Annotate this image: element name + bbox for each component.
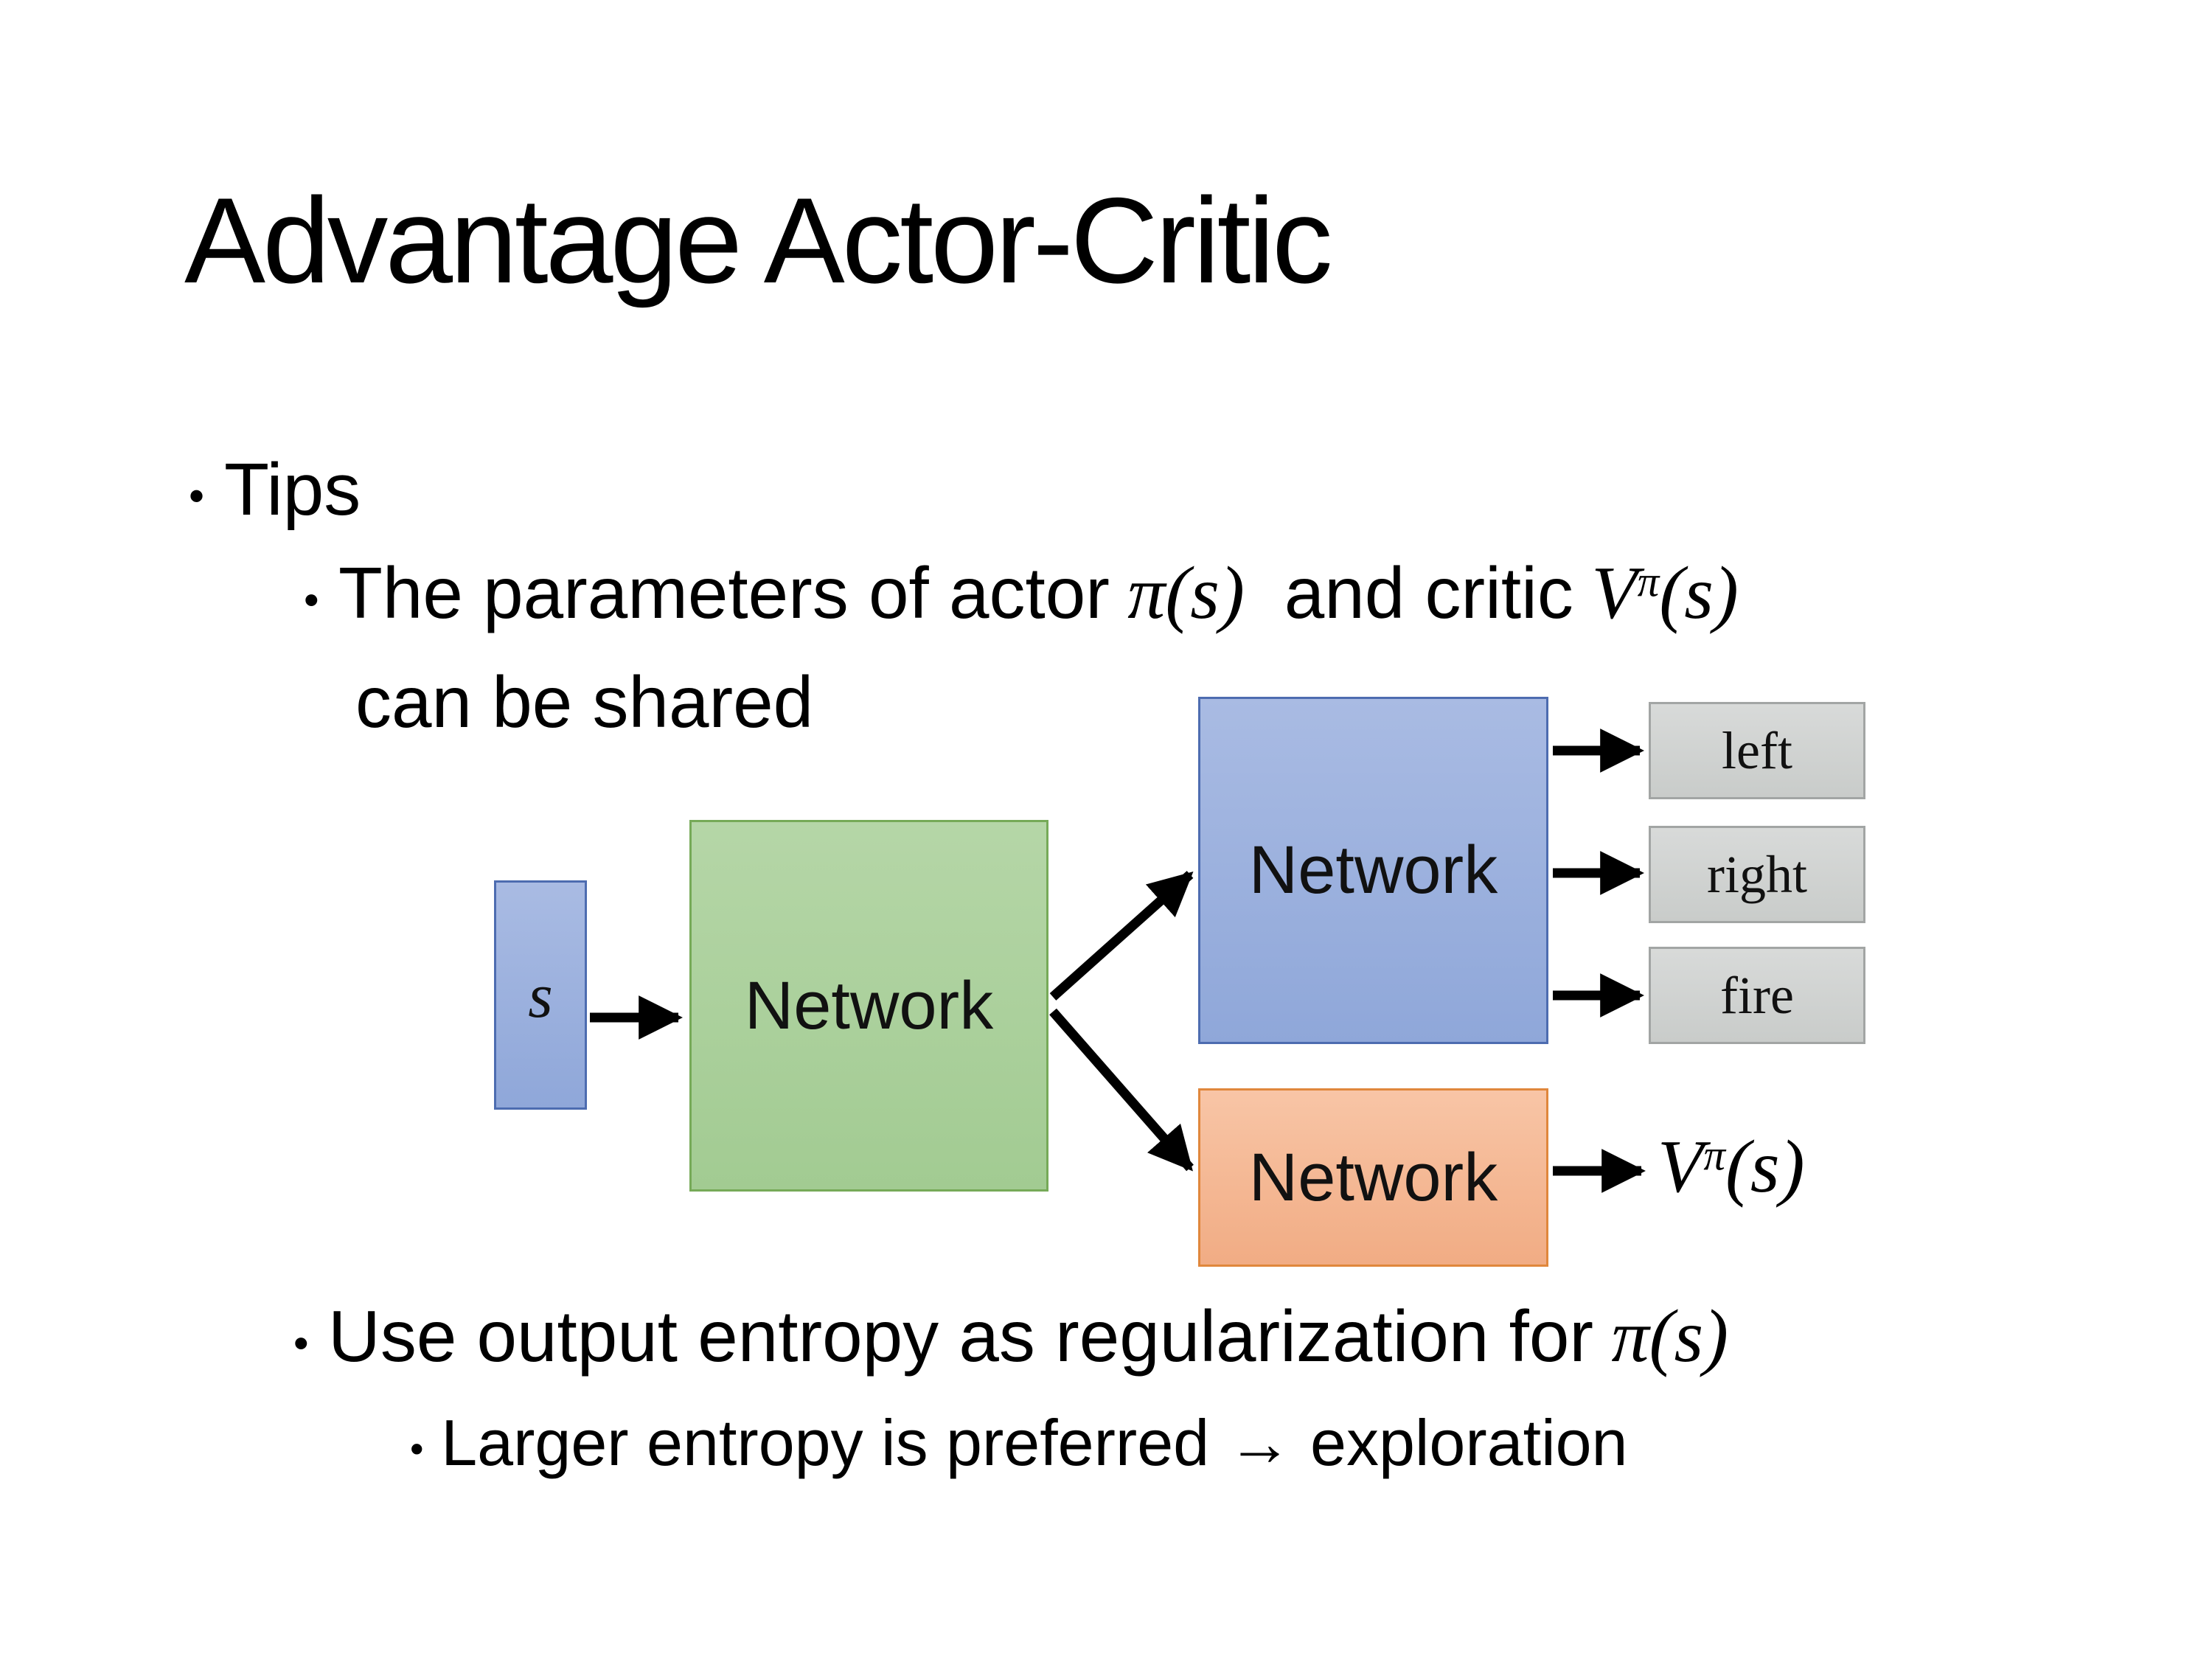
- bullet-tips: • Tips: [189, 448, 361, 531]
- value-output-math: Vπ(s): [1658, 1125, 1805, 1208]
- action-right-label: right: [1707, 844, 1807, 904]
- actor-policy-math: π(s): [1127, 552, 1245, 635]
- action-fire-label: fire: [1720, 965, 1794, 1025]
- action-box-right: right: [1649, 826, 1865, 923]
- shared-network-box: Network: [689, 820, 1048, 1192]
- actor-network-box: Network: [1198, 697, 1548, 1044]
- critic-network-box: Network: [1198, 1088, 1548, 1267]
- bullet-parameters-line2: can be shared: [355, 661, 814, 743]
- policy-math: π(s): [1611, 1295, 1729, 1378]
- state-label: s: [528, 959, 553, 1031]
- bullet-parameters-pre: The parameters of actor: [338, 552, 1110, 633]
- slide-title: Advantage Actor-Critic: [184, 173, 1333, 308]
- critic-value-math: Vπ(s): [1591, 552, 1739, 635]
- bullet-entropy-text: Use output entropy as regularization for…: [328, 1295, 1728, 1379]
- bullet-icon: •: [189, 471, 205, 521]
- bullet-tips-label: Tips: [224, 448, 361, 531]
- bullet-icon: •: [410, 1427, 424, 1471]
- action-left-label: left: [1722, 720, 1792, 780]
- action-box-fire: fire: [1649, 947, 1865, 1044]
- actor-network-label: Network: [1248, 832, 1498, 908]
- bullet-entropy-pre: Use output entropy as regularization for: [328, 1295, 1594, 1377]
- bullet-icon: •: [304, 576, 319, 625]
- action-box-left: left: [1649, 702, 1865, 799]
- state-input-box: s: [494, 880, 587, 1110]
- bullet-entropy-regularization: • Use output entropy as regularization f…: [293, 1295, 1728, 1379]
- critic-network-label: Network: [1248, 1139, 1498, 1215]
- bullet-icon: •: [293, 1319, 309, 1368]
- arrow-shared-to-actor: [1049, 871, 1194, 1001]
- arrow-shared-to-critic: [1049, 1008, 1194, 1172]
- bullet-larger-entropy-text: Larger entropy is preferred → exploratio…: [441, 1406, 1628, 1479]
- bullet-larger-entropy: • Larger entropy is preferred → explorat…: [410, 1406, 1628, 1480]
- shared-network-label: Network: [744, 967, 994, 1043]
- bullet-parameters-mid: and critic: [1284, 552, 1573, 633]
- bullet-parameters-line2-text: can be shared: [355, 661, 814, 742]
